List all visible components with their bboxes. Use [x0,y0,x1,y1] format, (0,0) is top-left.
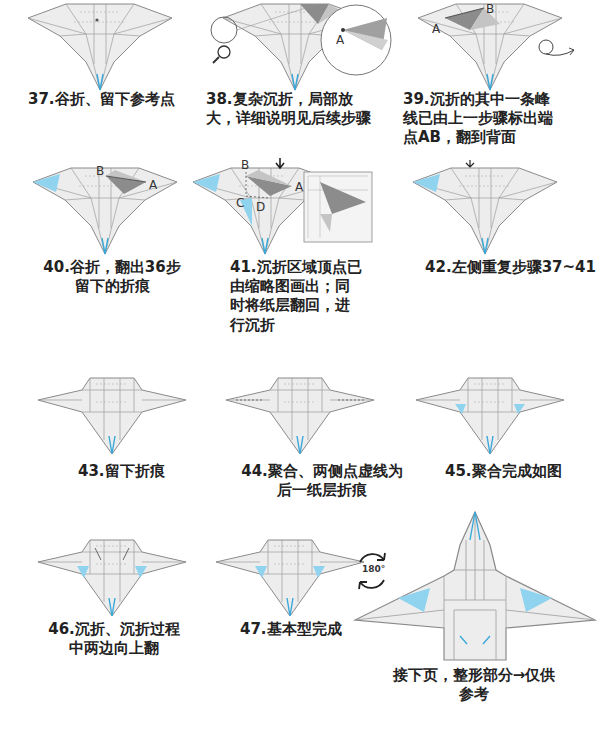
step-caption: 42.左侧重复步骤37~41 [425,258,596,277]
point-label: A [336,33,344,48]
point-label: 180° [362,564,385,576]
step-caption: 45.聚合完成如图 [445,462,562,481]
point-label: A [149,178,157,193]
point-label: A [432,22,440,37]
step-caption: 43.留下折痕 [78,462,165,481]
step-caption: 44.聚合、两侧点虚线为后一纸层折痕 [240,462,404,500]
point-label: C [236,196,244,211]
step-caption: 37.谷折、留下参考点 [28,90,175,109]
point-label: B [486,2,494,17]
step-caption: 接下页，整形部分→仅供参考 [388,666,560,704]
step-caption: 47.基本型完成 [240,620,342,639]
step-caption: 46.沉折、沉折过程中两边向上翻 [46,620,182,658]
point-label: B [96,164,104,179]
step-caption: 41.沉折区域顶点已由缩略图画出；同时将纸层翻回，进行沉折 [230,258,362,335]
point-label: B [241,158,249,173]
step-caption: 40.谷折，翻出36步留下的折痕 [42,258,182,296]
step-caption: 38.复杂沉折，局部放大，详细说明见后续步骤 [206,90,380,128]
point-label: D [256,200,265,215]
step-caption: 39.沉折的其中一条峰线已由上一步骤标出端点AB，翻到背面 [403,90,563,148]
point-label: A [295,180,303,195]
